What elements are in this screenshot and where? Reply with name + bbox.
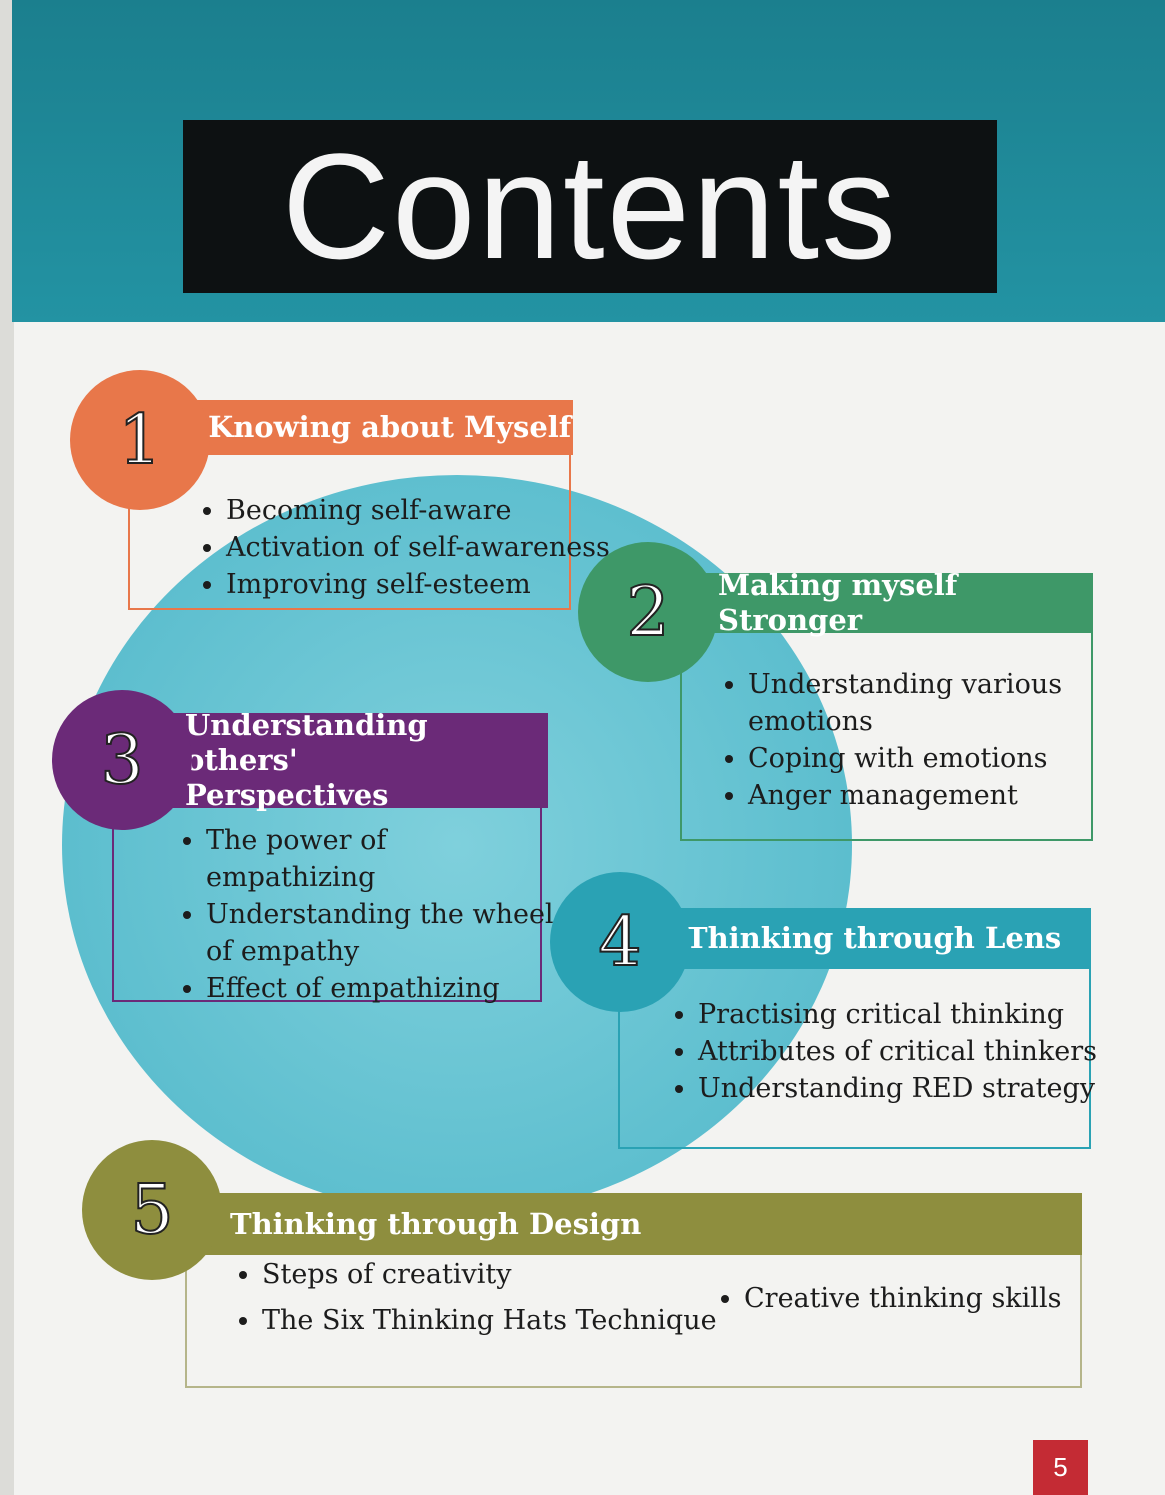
list-item: Creative thinking skills bbox=[744, 1280, 1061, 1317]
section-4-number: 4 bbox=[550, 872, 690, 1012]
list-item: The Six Thinking Hats Technique bbox=[262, 1298, 717, 1344]
section-2-list: Understanding various emotions Coping wi… bbox=[722, 666, 1068, 814]
section-5-list-right: Creative thinking skills bbox=[718, 1280, 1061, 1317]
list-item: Effect of empathizing bbox=[206, 970, 556, 1007]
page-number: 5 bbox=[1033, 1440, 1088, 1495]
section-4-list: Practising critical thinking Attributes … bbox=[672, 996, 1097, 1107]
list-item: Activation of self-awareness bbox=[226, 529, 610, 566]
list-item: Improving self-esteem bbox=[226, 566, 610, 603]
section-5-title[interactable]: Thinking through Design bbox=[200, 1193, 1082, 1255]
list-item: Understanding various emotions bbox=[748, 666, 1068, 740]
list-item: Coping with emotions bbox=[748, 740, 1068, 777]
list-item: Practising critical thinking bbox=[698, 996, 1097, 1033]
list-item: Understanding RED strategy bbox=[698, 1070, 1097, 1107]
section-4-title[interactable]: Thinking through Lens bbox=[660, 908, 1091, 969]
title-box: Contents bbox=[183, 120, 997, 293]
section-3-number: 3 bbox=[52, 690, 192, 830]
section-2-title[interactable]: Making myself Stronger bbox=[690, 568, 1093, 637]
list-item: Attributes of critical thinkers bbox=[698, 1033, 1097, 1070]
list-item: Becoming self-aware bbox=[226, 492, 610, 529]
list-item: Understanding the wheel of empathy bbox=[206, 896, 556, 970]
section-5-number: 5 bbox=[82, 1140, 222, 1280]
list-item: Steps of creativity bbox=[262, 1252, 717, 1298]
page-title: Contents bbox=[281, 122, 899, 290]
section-3-title[interactable]: Understanding others' Perspectives bbox=[150, 708, 548, 812]
list-item: Anger management bbox=[748, 777, 1068, 814]
list-item: The power of empathizing bbox=[206, 822, 556, 896]
section-3-list: The power of empathizing Understanding t… bbox=[180, 822, 556, 1007]
section-1-list: Becoming self-aware Activation of self-a… bbox=[200, 492, 610, 603]
section-1-number: 1 bbox=[70, 370, 210, 510]
section-5-list-left: Steps of creativity The Six Thinking Hat… bbox=[236, 1252, 717, 1344]
page-edge bbox=[0, 0, 14, 1495]
section-2-number: 2 bbox=[578, 542, 718, 682]
